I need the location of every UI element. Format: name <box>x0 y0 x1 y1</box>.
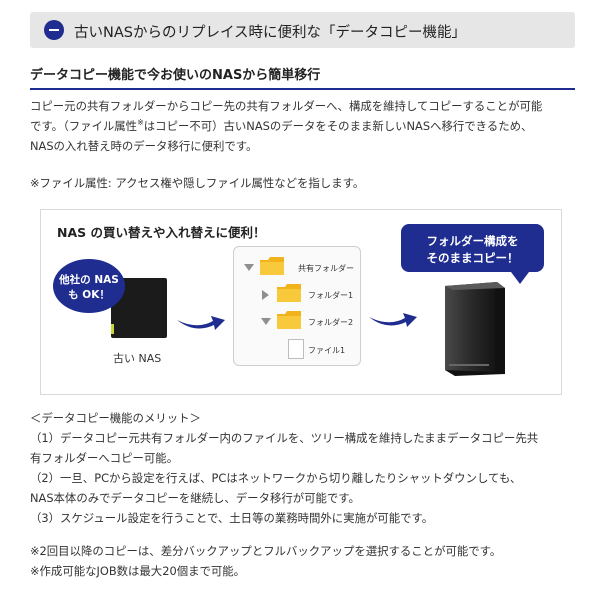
section-header: 古いNASからのリプレイス時に便利な「データコピー機能」 <box>30 12 575 48</box>
arrow-right-icon <box>369 313 417 327</box>
expand-icon[interactable] <box>261 318 271 325</box>
tree-folder-1-label: フォルダー1 <box>308 291 354 300</box>
merit-1-line-1: （1）データコピー元共有フォルダー内のファイルを、ツリー構成を維持したままデータ… <box>30 431 539 445</box>
collapse-icon[interactable] <box>262 290 269 300</box>
merit-2-line-1: （2）一旦、PCから設定を行えば、PCはネットワークから切り離したりシャットダウ… <box>30 471 522 485</box>
header-title: 古いNASからのリプレイス時に便利な「データコピー機能」 <box>74 25 467 41</box>
section-title: データコピー機能で今お使いのNASから簡単移行 <box>30 68 321 83</box>
intro-line-2: です。（ファイル属性※はコピー不可）古いNASのデータをそのまま新しいNASへ移… <box>30 116 532 136</box>
nas-led <box>111 324 114 334</box>
folder-icon <box>277 311 301 329</box>
attribute-note: ※ファイル属性: アクセス権や隠しファイル属性などを指します。 <box>30 176 365 190</box>
arrow-right-icon <box>177 316 225 330</box>
tree-file-1-label: ファイル1 <box>308 346 346 355</box>
folder-icon <box>260 257 284 275</box>
folder-tree: 共有フォルダー フォルダー1 フォルダー2 ファイル1 <box>233 246 361 366</box>
merits-heading: ＜データコピー機能のメリット＞ <box>30 411 201 425</box>
new-nas-device-icon <box>445 282 505 376</box>
callout-box: フォルダー構成を そのままコピー！ <box>401 224 544 272</box>
note-2: ※作成可能なJOB数は最大20個まで可能。 <box>30 564 246 578</box>
intro-line-1: コピー元の共有フォルダーからコピー先の共有フォルダーへ、構成を維持してコピーする… <box>30 99 543 113</box>
folder-icon <box>277 284 301 302</box>
expand-icon[interactable] <box>244 264 254 271</box>
callout-line-1: フォルダー構成を <box>426 234 519 248</box>
merit-2-line-2: NAS本体のみでデータコピーを継続し、データ移行が可能です。 <box>30 491 360 505</box>
tree-root-label: 共有フォルダー <box>298 264 354 273</box>
minus-circle-icon[interactable] <box>44 20 64 40</box>
callout-tail <box>511 272 529 284</box>
intro-line-2a: です。（ファイル属性 <box>30 119 138 133</box>
bubble-line-1: 他社の NAS <box>59 274 119 286</box>
migration-figure: NAS の買い替えや入れ替えに便利！ 他社の NAS も OK！ 古い NAS … <box>40 209 562 395</box>
figure-title: NAS の買い替えや入れ替えに便利！ <box>57 225 266 240</box>
footnote-mark: ※ <box>137 118 144 128</box>
merit-1-line-2: 有フォルダーへコピー可能。 <box>30 451 179 465</box>
intro-line-2b: はコピー不可）古いNASのデータをそのまま新しいNASへ移行できるため、 <box>143 119 533 133</box>
note-1: ※2回目以降のコピーは、差分バックアップとフルバックアップを選択することが可能で… <box>30 544 502 558</box>
old-nas-label: 古い NAS <box>113 352 162 365</box>
callout-line-2: そのままコピー！ <box>426 251 519 265</box>
divider <box>30 88 575 90</box>
file-icon <box>288 339 304 359</box>
other-brand-bubble: 他社の NAS も OK！ <box>53 259 125 313</box>
tree-folder-2-label: フォルダー2 <box>308 318 354 327</box>
merit-3: （3）スケジュール設定を行うことで、土日等の業務時間外に実施が可能です。 <box>30 511 434 525</box>
intro-line-3: NASの入れ替え時のデータ移行に便利です。 <box>30 139 258 153</box>
bubble-line-2: も OK！ <box>68 289 110 301</box>
